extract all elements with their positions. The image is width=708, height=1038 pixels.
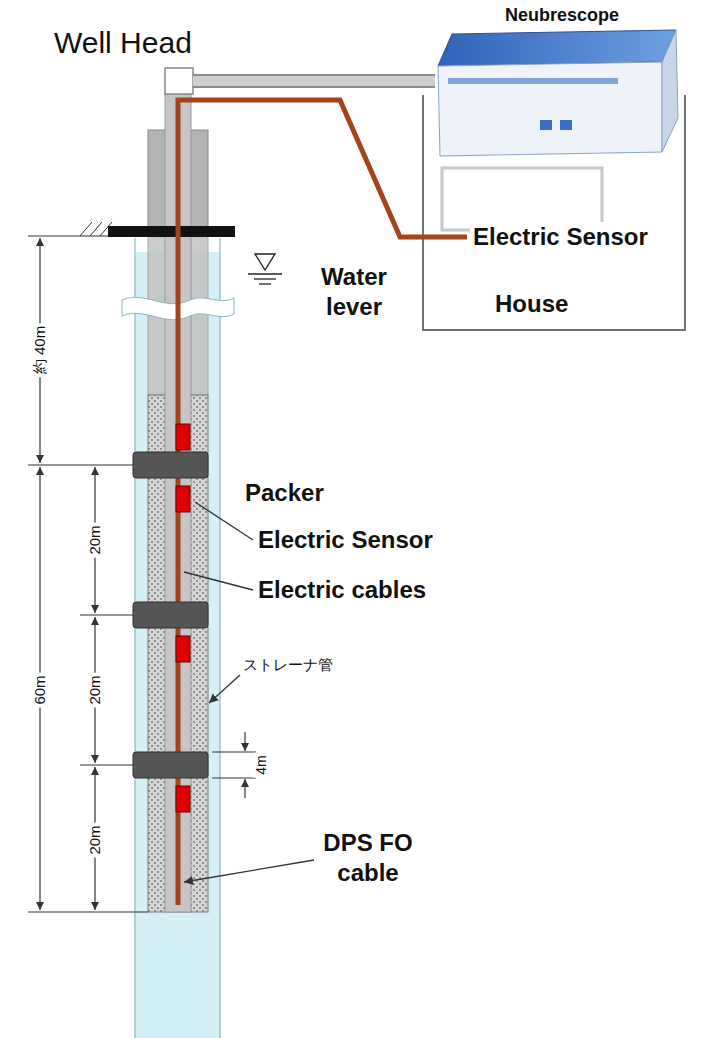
well-head-box xyxy=(165,68,193,94)
sensor-label: Electric Sensor xyxy=(258,525,433,555)
dimension-lines xyxy=(28,236,256,912)
fo-cable-label: DPS FO cable xyxy=(316,828,420,888)
pipe-body xyxy=(193,76,435,86)
house-outline xyxy=(423,95,685,330)
packers xyxy=(133,452,208,778)
neubrescope-unit: Neubrescope xyxy=(435,4,689,160)
well-head: Well Head xyxy=(48,68,193,94)
electric-sensors xyxy=(176,424,190,812)
well-head-label: Well Head xyxy=(54,24,192,62)
sensor-unit xyxy=(442,168,602,230)
pipe-outline xyxy=(193,74,435,88)
dimension: 20m xyxy=(86,672,105,707)
packer-label: Packer xyxy=(245,478,324,508)
water-level-symbol xyxy=(248,254,282,284)
water-level-label: Water lever xyxy=(298,262,410,322)
ground-slab xyxy=(108,226,235,237)
dimension: 20m xyxy=(86,822,105,857)
strainer-label: ストレーナ管 xyxy=(243,656,333,675)
device-name: Neubrescope xyxy=(435,4,689,27)
dimension: 4m xyxy=(253,752,271,777)
dimension: 約 40m xyxy=(31,323,50,377)
pipe-connector xyxy=(193,81,435,82)
house-label: House xyxy=(495,289,568,319)
fo-cable xyxy=(178,100,467,905)
cable-label: Electric cables xyxy=(258,575,426,605)
neubrescope-device xyxy=(438,30,678,156)
sensor-label: Electric Sensor xyxy=(470,222,651,252)
dimension: 60m xyxy=(31,672,50,707)
dimension: 20m xyxy=(86,522,105,557)
leader-lines xyxy=(184,502,314,882)
house-box: Electric SensorHouse xyxy=(440,165,704,330)
